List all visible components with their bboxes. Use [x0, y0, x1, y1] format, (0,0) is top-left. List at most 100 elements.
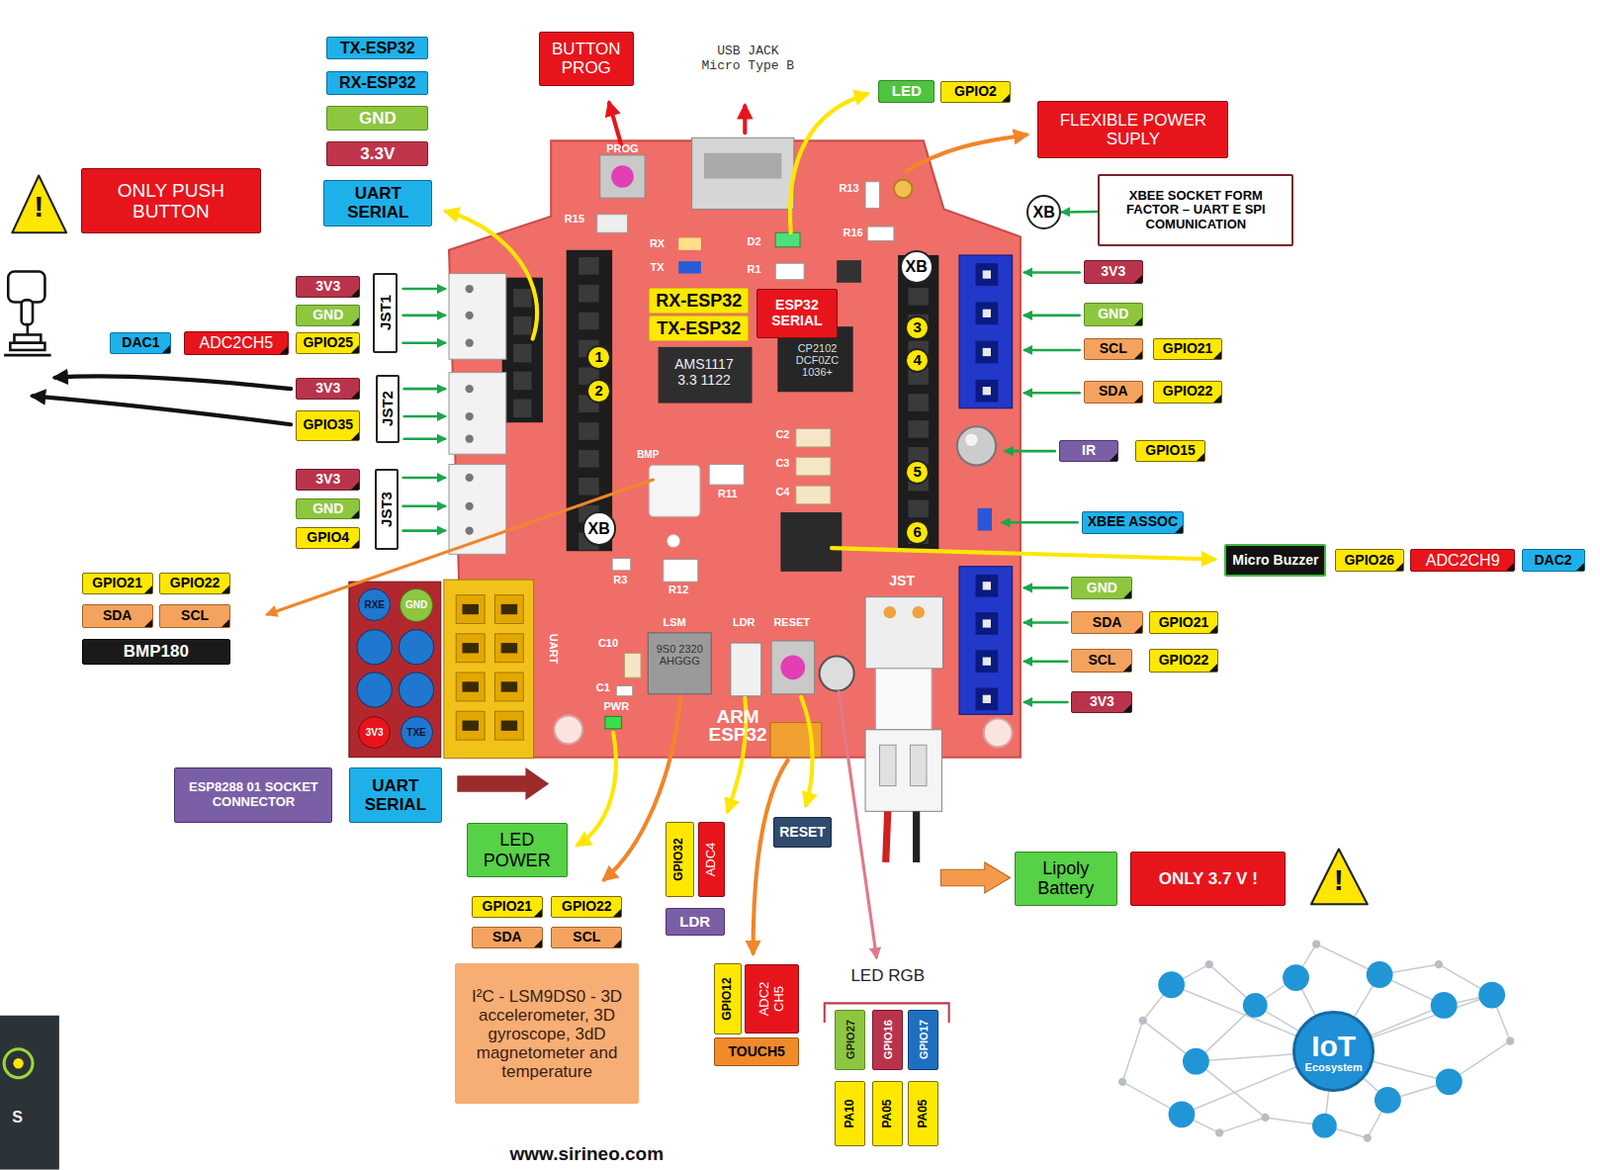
text-block: SCL: [1087, 652, 1116, 669]
text-block: SCL: [572, 929, 601, 946]
node-text: GND: [312, 307, 344, 324]
dac-tag: DAC2: [1521, 548, 1586, 572]
leader-line: [55, 375, 291, 389]
smd-parts: [616, 685, 633, 696]
esp8266-socket: [455, 672, 485, 702]
node-text: ESP8288 01 SOCKET CONNECTOR: [178, 780, 328, 809]
text-block: ONLY PUSH BUTTON: [86, 179, 258, 223]
leader-line: [266, 479, 653, 615]
text-block: GPIO2: [954, 84, 997, 100]
pin-header: [513, 398, 533, 418]
esp8266-socket: [461, 681, 479, 692]
node-text: SCL: [1087, 652, 1116, 669]
text-block: ADC2CH5: [199, 334, 274, 353]
pin-header: [578, 477, 600, 496]
text-block: GPIO15: [1145, 443, 1196, 459]
tag-corner: [1123, 704, 1132, 712]
iot-icon: [1312, 939, 1321, 948]
iot-icon: [1139, 1016, 1148, 1025]
text-block: GPIO22: [561, 898, 613, 915]
battery-connector: [886, 810, 889, 863]
warning-triangle: [1311, 849, 1368, 905]
smd-parts: [709, 464, 744, 486]
rgb-channel-tag: GPIO17: [907, 1009, 939, 1071]
screw-terminal: [982, 695, 991, 704]
node-text: 3V3: [365, 726, 384, 738]
tag-corner: [1134, 351, 1143, 359]
iot-icon: [1363, 1133, 1372, 1142]
prog-button: [600, 155, 645, 198]
text-block: ADC2 CH5: [757, 977, 787, 1022]
connector-arrow: [1061, 210, 1098, 214]
esp8266-socket: [349, 581, 442, 757]
dac-tag: DAC1: [109, 332, 172, 355]
jst-connector: [448, 372, 507, 455]
node-text: XB: [905, 258, 928, 276]
bus-tag: SDA: [1070, 611, 1143, 634]
leader-line: [403, 476, 445, 480]
node-text: Ecosystem: [1305, 1062, 1363, 1073]
rgb-channel-tag: GPIO27: [834, 1009, 866, 1071]
dac-tag: XBEE ASSOC: [1081, 511, 1184, 534]
xbee-marker: XB: [582, 511, 617, 545]
text-block: 3V3: [315, 278, 341, 295]
pcb-board: [893, 179, 913, 199]
silkscreen-text: R16: [838, 226, 868, 239]
text-block: UART SERIAL: [354, 776, 438, 814]
screw-terminal: [975, 574, 998, 598]
iot-icon: [1215, 1128, 1224, 1137]
node-text: GPIO21: [1158, 615, 1210, 631]
text-block: GPIO32: [673, 824, 687, 894]
text-block: 3V3: [315, 380, 341, 397]
callout-number: 1: [586, 345, 612, 370]
power-tag: 3V3: [295, 468, 360, 492]
function-tag: LED: [878, 80, 935, 103]
screw-terminal: [982, 657, 991, 666]
esp8266-socket: [398, 672, 434, 708]
text-block: XBEE ASSOC: [1087, 514, 1178, 531]
iot-icon: [1366, 961, 1394, 988]
text-block: GPIO21: [482, 898, 534, 915]
sensor-parts: [730, 642, 762, 697]
silkscreen-text: R15: [558, 212, 590, 225]
leader-line: [403, 505, 445, 509]
node-text: LED POWER: [471, 829, 563, 870]
node-text: GPIO21: [1162, 341, 1214, 357]
callout-number: 5: [904, 459, 930, 485]
node-text: DAC1: [121, 335, 160, 352]
text-block: GPIO21: [91, 575, 143, 592]
leader-line: [404, 437, 445, 441]
tag-corner: [279, 346, 288, 355]
smd-parts: [796, 485, 831, 505]
node-text: I²C - LSM9DS0 - 3D accelerometer, 3D gyr…: [459, 986, 634, 1081]
leader-line: [790, 93, 868, 233]
signal-tag: RX-ESP32: [648, 287, 749, 314]
node-text: GPIO22: [1158, 652, 1210, 669]
smd-parts: [775, 263, 804, 280]
note-box: XBEE SOCKET FORM FACTOR – UART E SPI COM…: [1097, 174, 1294, 246]
push-button-icon: [26, 324, 30, 335]
tag-corner: [221, 619, 230, 627]
text-block: 5: [912, 463, 921, 481]
node-text: GPIO26: [1343, 552, 1395, 569]
interface-box: UART SERIAL: [323, 179, 433, 227]
node-text: IR: [1081, 443, 1096, 459]
node-text: TOUCH5: [727, 1044, 785, 1061]
esp8266-socket: [501, 681, 519, 692]
text-block: SCL: [180, 608, 209, 624]
node-text: LDR: [679, 913, 711, 931]
text-block: XB: [588, 520, 611, 538]
gpio-tag: GPIO4: [295, 527, 360, 549]
esp8266-socket: [461, 720, 479, 731]
smd-parts: [867, 226, 894, 241]
node-text: DAC2: [1533, 552, 1572, 569]
node-text: RX-ESP32: [339, 74, 416, 92]
warning-mark: !: [28, 189, 50, 223]
node-text: BMP180: [123, 641, 189, 661]
leader-line: [404, 387, 445, 391]
ground-tag: GND: [1070, 576, 1133, 600]
text-block: 3V3: [1100, 264, 1126, 280]
ic-chip: [780, 512, 842, 572]
node-text: GPIO25: [302, 335, 354, 352]
leader-line: [1024, 349, 1080, 353]
